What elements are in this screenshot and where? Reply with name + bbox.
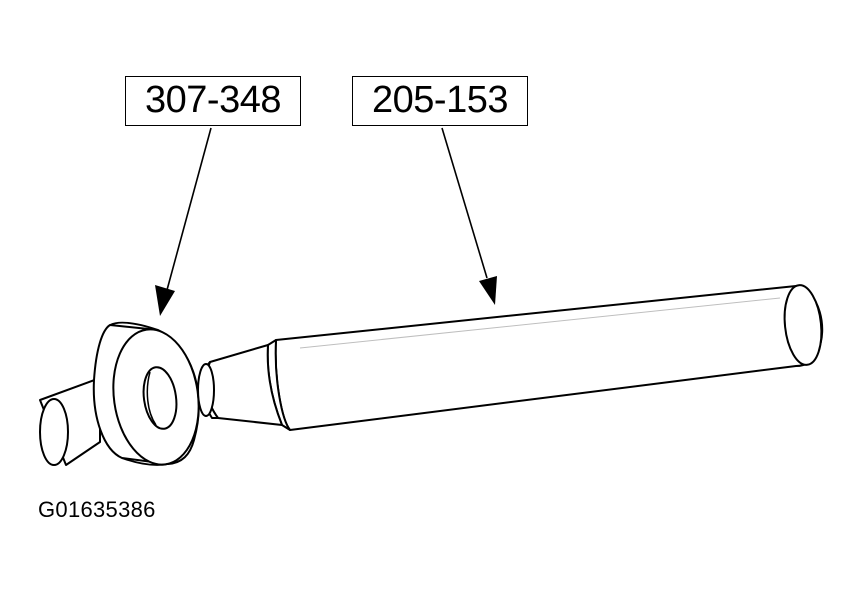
figure-id-label: G01635386 [38,497,156,522]
installer-part [39,321,200,466]
callout-label-307-348: 307-348 [125,76,301,126]
leader-arrow-left [155,127,212,316]
leader-arrow-right [441,127,497,305]
handle-part [197,284,824,431]
callout-label-205-153: 205-153 [352,76,528,126]
